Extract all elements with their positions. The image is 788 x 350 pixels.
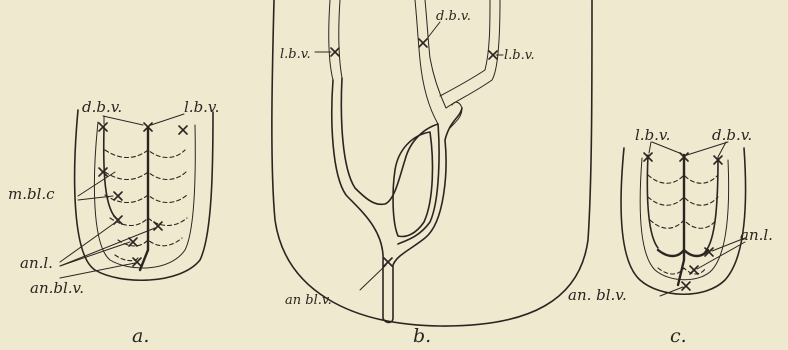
panel-b-label-lbv: l.b.v. [280, 47, 311, 62]
panel-c-label-anblv: an. bl.v. [568, 286, 627, 304]
panel-b-label-dbv: d.b.v. [436, 9, 471, 24]
panel-a-outer-wall [75, 110, 213, 280]
panel-b-label-anblv: an bl.v. [285, 293, 332, 308]
panel-a-caption: a. [132, 325, 149, 347]
panel-c-label-dbv: d.b.v. [712, 126, 752, 144]
panel-a-label-mblc: m.bl.c [8, 185, 55, 203]
panel-b-vessel-network [332, 78, 462, 323]
panel-a-pointers [60, 114, 184, 278]
panel-c-caption: c. [670, 325, 687, 347]
panel-a: d.b.v. l.b.v. m.bl.c an.l. an.bl.v. a. [8, 98, 219, 347]
panel-b-label-lbv-right: l.b.v. [504, 48, 535, 63]
panel-c-lateral-vessels [647, 155, 718, 252]
panel-a-commissures [105, 150, 187, 261]
panel-a-lateral-vessel-left [104, 127, 118, 220]
panel-a-markers [99, 123, 187, 266]
panel-a-label-dbv: d.b.v. [82, 98, 122, 116]
panel-b-vessel-loop [393, 132, 432, 236]
panel-c-label-lbv: l.b.v. [635, 126, 670, 144]
panel-b-caption: b. [413, 325, 431, 347]
panel-b-lateral-vessel-left [329, 0, 342, 80]
panel-b: l.b.v. d.b.v. l.b.v. an bl.v. b. [272, 0, 592, 347]
panel-a-label-lbv: l.b.v. [184, 98, 219, 116]
panel-c-label-anl: an.l. [740, 226, 773, 244]
panel-a-label-anblv: an.bl.v. [30, 279, 84, 297]
panel-a-dorsal-vessel [140, 127, 148, 270]
panel-c: l.b.v. d.b.v. an.l. an. bl.v. c. [568, 126, 773, 347]
panel-c-dorsal-vessel [678, 155, 684, 285]
panel-a-label-anl: an.l. [20, 254, 53, 272]
